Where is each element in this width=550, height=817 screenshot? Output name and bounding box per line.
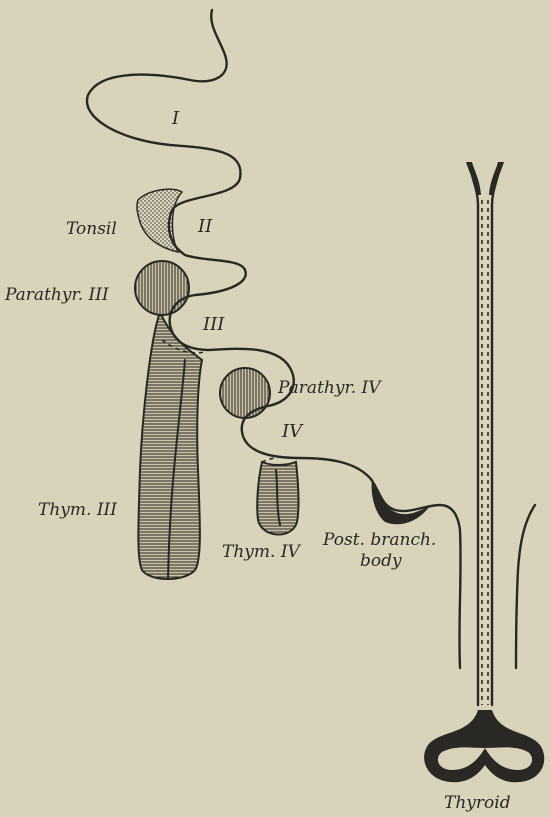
- post-branchial-body-shape: [372, 478, 430, 524]
- post-branchial-label-line2: body: [360, 551, 402, 571]
- pouch-iv-dashed-line: [262, 457, 300, 462]
- thyroid-label: Thyroid: [444, 793, 511, 813]
- thyroid-duct-right-wall: [492, 165, 500, 705]
- thymus-iv-label: Thym. IV: [222, 542, 302, 562]
- thyroid-duct-left-wall: [470, 165, 478, 705]
- pouch-iv-label: IV: [281, 421, 304, 442]
- pouch-i-label: I: [171, 108, 180, 129]
- tonsil-shape: [137, 189, 182, 252]
- parathyroid-iii-label: Parathyr. III: [4, 285, 109, 305]
- thyroid-duct-right-tip: [489, 162, 504, 195]
- thyroid-shape: [424, 710, 544, 782]
- parathyroid-iv-label: Parathyr. IV: [277, 378, 382, 398]
- parathyroid-iv-shape: [220, 368, 270, 418]
- post-branchial-label-line1: Post. branch.: [322, 530, 436, 550]
- thymus-iii-label: Thym. III: [38, 500, 117, 520]
- tonsil-label: Tonsil: [66, 219, 117, 239]
- parathyroid-iii-shape: [135, 261, 189, 315]
- thyroid-duct-left-tip: [466, 162, 481, 195]
- right-wall-segment: [516, 505, 535, 668]
- pouch-ii-label: II: [197, 216, 213, 237]
- pouch-iii-label: III: [202, 314, 225, 335]
